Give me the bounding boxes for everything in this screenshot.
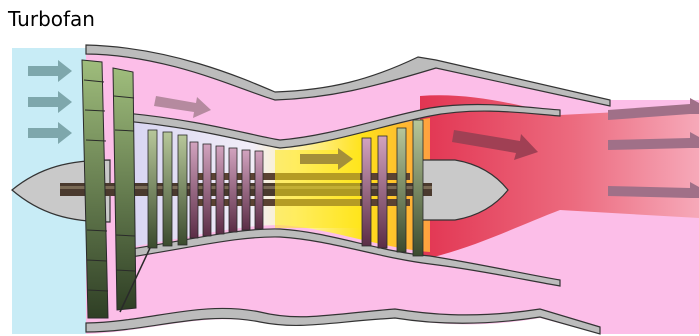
low-pressure-compressor xyxy=(148,130,187,248)
intake-flow xyxy=(28,60,72,144)
